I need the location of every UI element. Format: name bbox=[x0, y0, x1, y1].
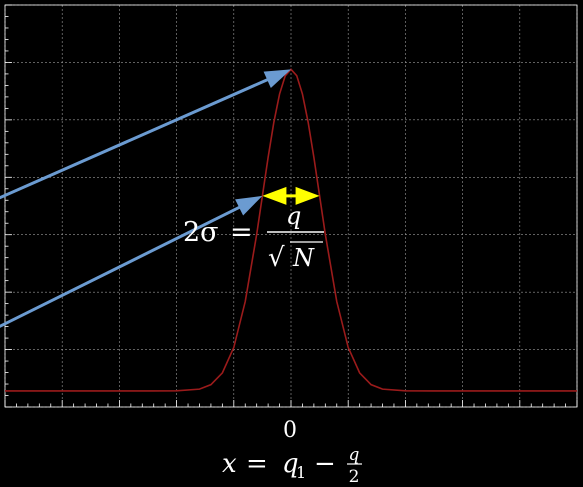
equation-equals: = bbox=[230, 217, 253, 248]
pointer-arrowhead-2 bbox=[235, 195, 263, 216]
pointer-arrow-2 bbox=[0, 205, 242, 328]
xlabel-equals: = bbox=[246, 449, 268, 479]
xlabel-q1: q bbox=[282, 449, 299, 479]
pointer-arrowhead-1 bbox=[263, 69, 291, 89]
equation-denominator: N bbox=[292, 244, 315, 272]
xlabel-var: x bbox=[222, 449, 237, 479]
xlabel-fraction-num: q bbox=[349, 445, 360, 465]
x-axis-label: x = q 1 − q 2 bbox=[222, 445, 362, 487]
x-axis bbox=[4, 4, 578, 408]
xlabel-fraction-den: 2 bbox=[349, 467, 360, 487]
xlabel-minus: − bbox=[314, 449, 336, 479]
equation-radical: √ bbox=[268, 243, 285, 273]
equation-lhs: 2σ bbox=[183, 217, 219, 248]
sigma-equation: 2σ = q √ N bbox=[183, 202, 324, 273]
annotation-arrows bbox=[0, 69, 320, 328]
sigma-width-arrowhead-left bbox=[262, 186, 287, 205]
pointer-arrow-1 bbox=[0, 77, 270, 200]
x-tick-label-0: 0 bbox=[283, 418, 297, 443]
xlabel-q1-subscript: 1 bbox=[296, 463, 306, 482]
sigma-width-arrowhead-right bbox=[295, 186, 320, 205]
equation-numerator: q bbox=[286, 202, 301, 230]
